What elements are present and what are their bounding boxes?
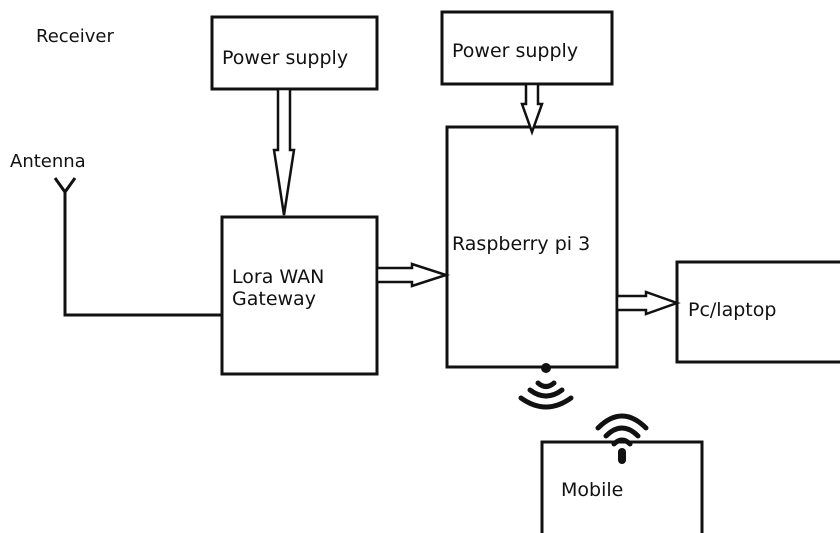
mobile-label: Mobile bbox=[561, 479, 624, 501]
arrow-raspberry-to-pc bbox=[615, 290, 681, 316]
arrow-power-to-raspberry bbox=[520, 82, 544, 136]
gateway-box bbox=[220, 215, 379, 376]
antenna-label: Antenna bbox=[10, 151, 86, 172]
gateway-label: Lora WAN Gateway bbox=[232, 266, 325, 310]
arrow-gateway-to-raspberry bbox=[375, 262, 451, 288]
pc-label: Pc/laptop bbox=[688, 299, 777, 321]
power-supply-gateway-box bbox=[210, 15, 379, 91]
power-supply-gateway-label: Power supply bbox=[222, 47, 349, 69]
wifi-icon bbox=[518, 363, 574, 410]
antenna-icon bbox=[53, 177, 222, 317]
power-supply-pi-label: Power supply bbox=[452, 40, 579, 62]
wifi-icon bbox=[595, 413, 649, 464]
diagram-title: Receiver bbox=[36, 26, 114, 47]
raspberry-label: Raspberry pi 3 bbox=[452, 233, 591, 255]
pc-box bbox=[675, 260, 840, 364]
arrow-power-to-gateway bbox=[272, 87, 296, 216]
